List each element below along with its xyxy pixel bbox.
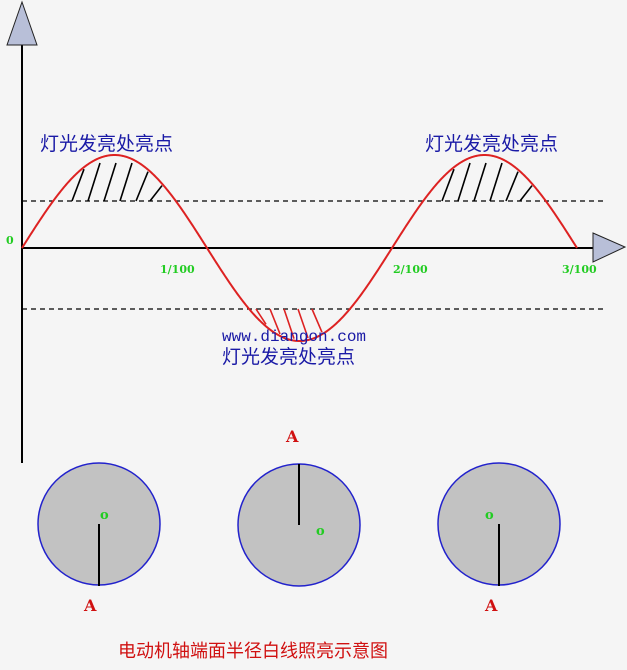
- watermark: www.diangon.com: [222, 328, 366, 346]
- sine-wave: [21, 154, 578, 342]
- bright-label-bottom: 灯光发亮处亮点: [222, 346, 355, 368]
- disk-2-a-label: A: [285, 427, 299, 446]
- hatch2-stroke: [489, 162, 503, 202]
- tick-label-2: 2/100: [393, 263, 428, 276]
- hatch2-stroke: [505, 171, 519, 202]
- hatch2-stroke: [473, 162, 487, 202]
- hatch1-stroke: [103, 162, 117, 202]
- hatch3-stroke: [283, 308, 295, 339]
- y-axis-arrow-icon: [6, 0, 38, 46]
- bright-zone-hatch-1: [71, 162, 163, 202]
- disk-2-center-label: o: [316, 524, 325, 539]
- disk-2: o A: [237, 427, 361, 587]
- bright-label-left: 灯光发亮处亮点: [40, 133, 173, 155]
- disk-3-center-label: o: [485, 508, 494, 523]
- hatch2-stroke: [457, 162, 471, 202]
- caption: 电动机轴端面半径白线照亮示意图: [118, 641, 388, 662]
- origin-label: 0: [6, 234, 14, 247]
- tick-label-1: 1/100: [160, 263, 195, 276]
- hatch2-stroke: [441, 168, 455, 202]
- hatch3-stroke: [297, 308, 309, 339]
- disk-3-a-label: A: [484, 596, 498, 615]
- hatch1-stroke: [71, 168, 85, 202]
- disk-3: o A: [437, 462, 561, 615]
- hatch1-stroke: [87, 162, 101, 202]
- bright-label-right: 灯光发亮处亮点: [425, 133, 558, 155]
- hatch3-stroke: [269, 308, 281, 335]
- tick-label-3: 3/100: [562, 263, 597, 276]
- disk-1-center-label: o: [100, 508, 109, 523]
- hatch1-stroke: [135, 171, 149, 202]
- disk-1-a-label: A: [83, 596, 97, 615]
- hatch1-stroke: [149, 185, 163, 202]
- hatch1-stroke: [119, 162, 133, 202]
- bright-zone-hatch-3: [255, 308, 323, 339]
- hatch3-stroke: [311, 308, 323, 333]
- bright-zone-hatch-2: [441, 162, 533, 202]
- hatch2-stroke: [519, 185, 533, 202]
- x-axis-arrow-icon: [592, 232, 627, 263]
- disk-1: o A: [37, 462, 161, 615]
- hatch3-stroke: [255, 308, 267, 325]
